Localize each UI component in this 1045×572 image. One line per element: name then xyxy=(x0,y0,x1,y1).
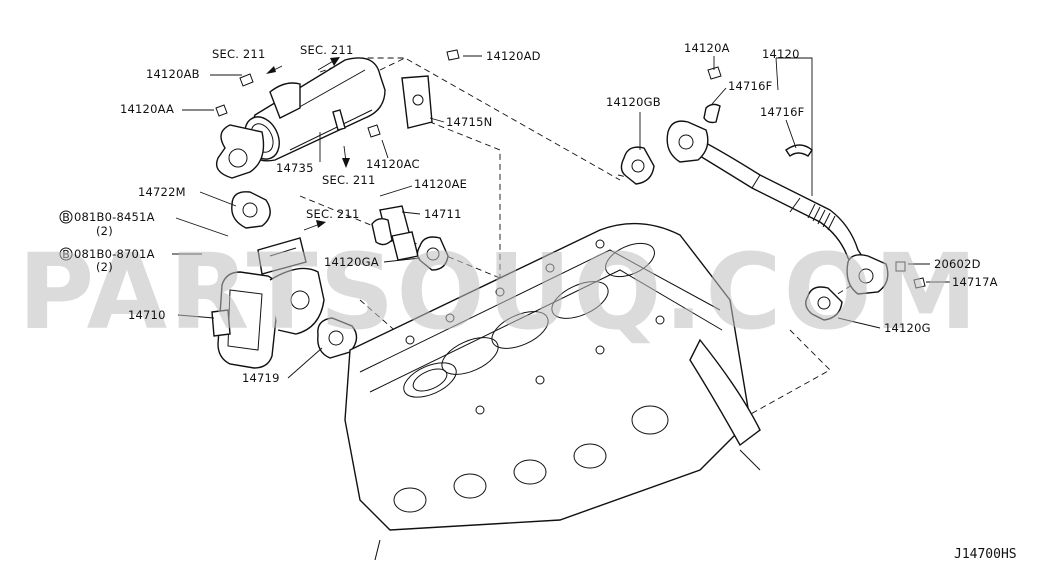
cooler-bracket[interactable] xyxy=(401,75,433,129)
cylinder-head xyxy=(344,222,761,561)
b-marker-2: B xyxy=(59,247,73,261)
bolts-cooler xyxy=(215,49,460,138)
callout-14120ad[interactable]: 14120AD xyxy=(486,49,541,63)
gasket-14120ga[interactable] xyxy=(416,236,449,271)
callout-081b0-8701a-qty: (2) xyxy=(96,260,113,274)
bolts-right xyxy=(707,66,926,289)
clamp-14716f-a[interactable] xyxy=(703,103,721,124)
egr-valve[interactable] xyxy=(211,237,325,369)
callout-14716f-a[interactable]: 14716F xyxy=(728,79,772,93)
callout-081b0-8701a[interactable]: 081B0-8701A xyxy=(74,247,155,261)
callout-14711[interactable]: 14711 xyxy=(424,207,462,221)
callout-14735[interactable]: 14735 xyxy=(276,161,314,175)
port-openings xyxy=(393,405,669,513)
callout-14120ga[interactable]: 14120GA xyxy=(324,255,379,269)
head-bolt-holes xyxy=(405,239,665,415)
callout-14715n[interactable]: 14715N xyxy=(446,115,492,129)
gasket-14722m[interactable] xyxy=(231,191,271,229)
callout-14722m[interactable]: 14722M xyxy=(138,185,186,199)
callout-14120[interactable]: 14120 xyxy=(762,47,800,61)
leader-lines xyxy=(172,55,950,379)
partsouq-watermark: PARTSOUQ.COM xyxy=(18,231,979,353)
clamp-14716f-b[interactable] xyxy=(785,144,813,158)
callout-sec211-d[interactable]: SEC. 211 xyxy=(306,207,359,221)
callout-081b0-8451a[interactable]: 081B0-8451A xyxy=(74,210,155,224)
callout-14120ac[interactable]: 14120AC xyxy=(366,157,420,171)
callout-14716f-b[interactable]: 14716F xyxy=(760,105,804,119)
egr-sensor-14711[interactable] xyxy=(371,205,419,261)
callout-sec211-a[interactable]: SEC. 211 xyxy=(212,47,265,61)
callout-14120g[interactable]: 14120G xyxy=(884,321,931,335)
callout-14120a[interactable]: 14120A xyxy=(684,41,730,55)
callout-20602d[interactable]: 20602D xyxy=(934,257,981,271)
gasket-14120gb[interactable] xyxy=(620,146,655,185)
tube-bellows xyxy=(807,203,836,231)
callout-sec211-c[interactable]: SEC. 211 xyxy=(322,173,375,187)
diagram-reference-code: J14700HS xyxy=(954,547,1017,562)
callout-14120gb[interactable]: 14120GB xyxy=(606,95,661,109)
camshaft-bores xyxy=(403,242,655,398)
callout-14719[interactable]: 14719 xyxy=(242,371,280,385)
egr-tube-14120[interactable] xyxy=(666,120,889,295)
egr-cooler[interactable] xyxy=(215,57,386,179)
section-arrows xyxy=(266,57,350,231)
callout-labels: SEC. 211 SEC. 211 14120AB 14120AA 14120A… xyxy=(74,41,998,385)
callout-14717a[interactable]: 14717A xyxy=(952,275,998,289)
svg-text:B: B xyxy=(62,248,70,261)
b-marker-1: B xyxy=(59,210,73,224)
gasket-14120g[interactable] xyxy=(805,286,843,321)
gasket-14719[interactable] xyxy=(317,317,358,359)
callout-14120aa[interactable]: 14120AA xyxy=(120,102,174,116)
callout-14710[interactable]: 14710 xyxy=(128,308,166,322)
callout-081b0-8451a-qty: (2) xyxy=(96,224,113,238)
callout-14120ab[interactable]: 14120AB xyxy=(146,67,200,81)
callout-sec211-b[interactable]: SEC. 211 xyxy=(300,43,353,57)
callout-14120ae[interactable]: 14120AE xyxy=(414,177,467,191)
svg-text:B: B xyxy=(62,211,70,224)
